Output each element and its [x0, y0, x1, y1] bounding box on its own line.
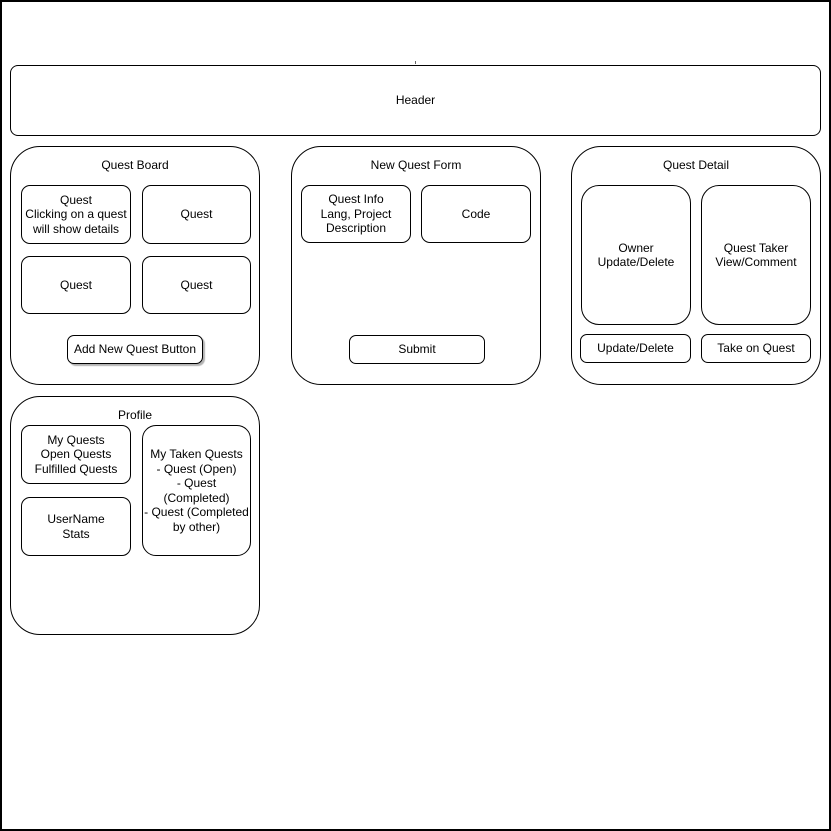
quest-info-field[interactable]: Quest Info Lang, Project Description — [301, 185, 411, 243]
quest-card-2[interactable]: Quest — [142, 185, 251, 244]
quest-card-main[interactable]: Quest Clicking on a quest will show deta… — [21, 185, 131, 244]
header-label: Header — [395, 93, 436, 108]
quest-board-title: Quest Board — [101, 158, 169, 172]
quest-card-3-label: Quest — [59, 277, 92, 292]
take-on-quest-button[interactable]: Take on Quest — [701, 334, 811, 363]
quest-card-main-label: Quest Clicking on a quest will show deta… — [25, 192, 127, 236]
submit-button-label: Submit — [398, 342, 436, 357]
quest-taker-view-comment-area: Quest Taker View/Comment — [701, 185, 811, 325]
owner-update-delete-label: Owner Update/Delete — [597, 240, 675, 270]
quest-card-3[interactable]: Quest — [21, 256, 131, 314]
quest-info-field-label: Quest Info Lang, Project Description — [320, 192, 392, 236]
quest-detail-title: Quest Detail — [662, 158, 730, 172]
my-taken-quests-section: My Taken Quests - Quest (Open) - Quest (… — [142, 425, 251, 556]
code-field[interactable]: Code — [421, 185, 531, 243]
code-field-label: Code — [461, 206, 491, 221]
header-top-notch — [415, 61, 416, 64]
submit-button[interactable]: Submit — [349, 335, 485, 364]
quest-card-4[interactable]: Quest — [142, 256, 251, 314]
quest-card-4-label: Quest — [180, 277, 213, 292]
add-new-quest-button-label: Add New Quest Button — [73, 342, 197, 357]
quest-taker-view-comment-label: Quest Taker View/Comment — [715, 240, 797, 270]
update-delete-button-label: Update/Delete — [597, 341, 674, 356]
update-delete-button[interactable]: Update/Delete — [580, 334, 691, 363]
owner-update-delete-area: Owner Update/Delete — [581, 185, 691, 325]
header-box: Header — [10, 65, 821, 136]
take-on-quest-button-label: Take on Quest — [717, 341, 795, 356]
username-stats-section-label: UserName Stats — [47, 512, 105, 541]
username-stats-section: UserName Stats — [21, 497, 131, 556]
quest-card-2-label: Quest — [180, 207, 213, 222]
profile-title: Profile — [117, 408, 152, 422]
add-new-quest-button[interactable]: Add New Quest Button — [67, 335, 203, 364]
my-quests-section: My Quests Open Quests Fulfilled Quests — [21, 425, 131, 484]
my-taken-quests-section-label: My Taken Quests - Quest (Open) - Quest (… — [144, 447, 249, 534]
my-quests-section-label: My Quests Open Quests Fulfilled Quests — [34, 432, 118, 476]
new-quest-form-title: New Quest Form — [370, 158, 462, 172]
